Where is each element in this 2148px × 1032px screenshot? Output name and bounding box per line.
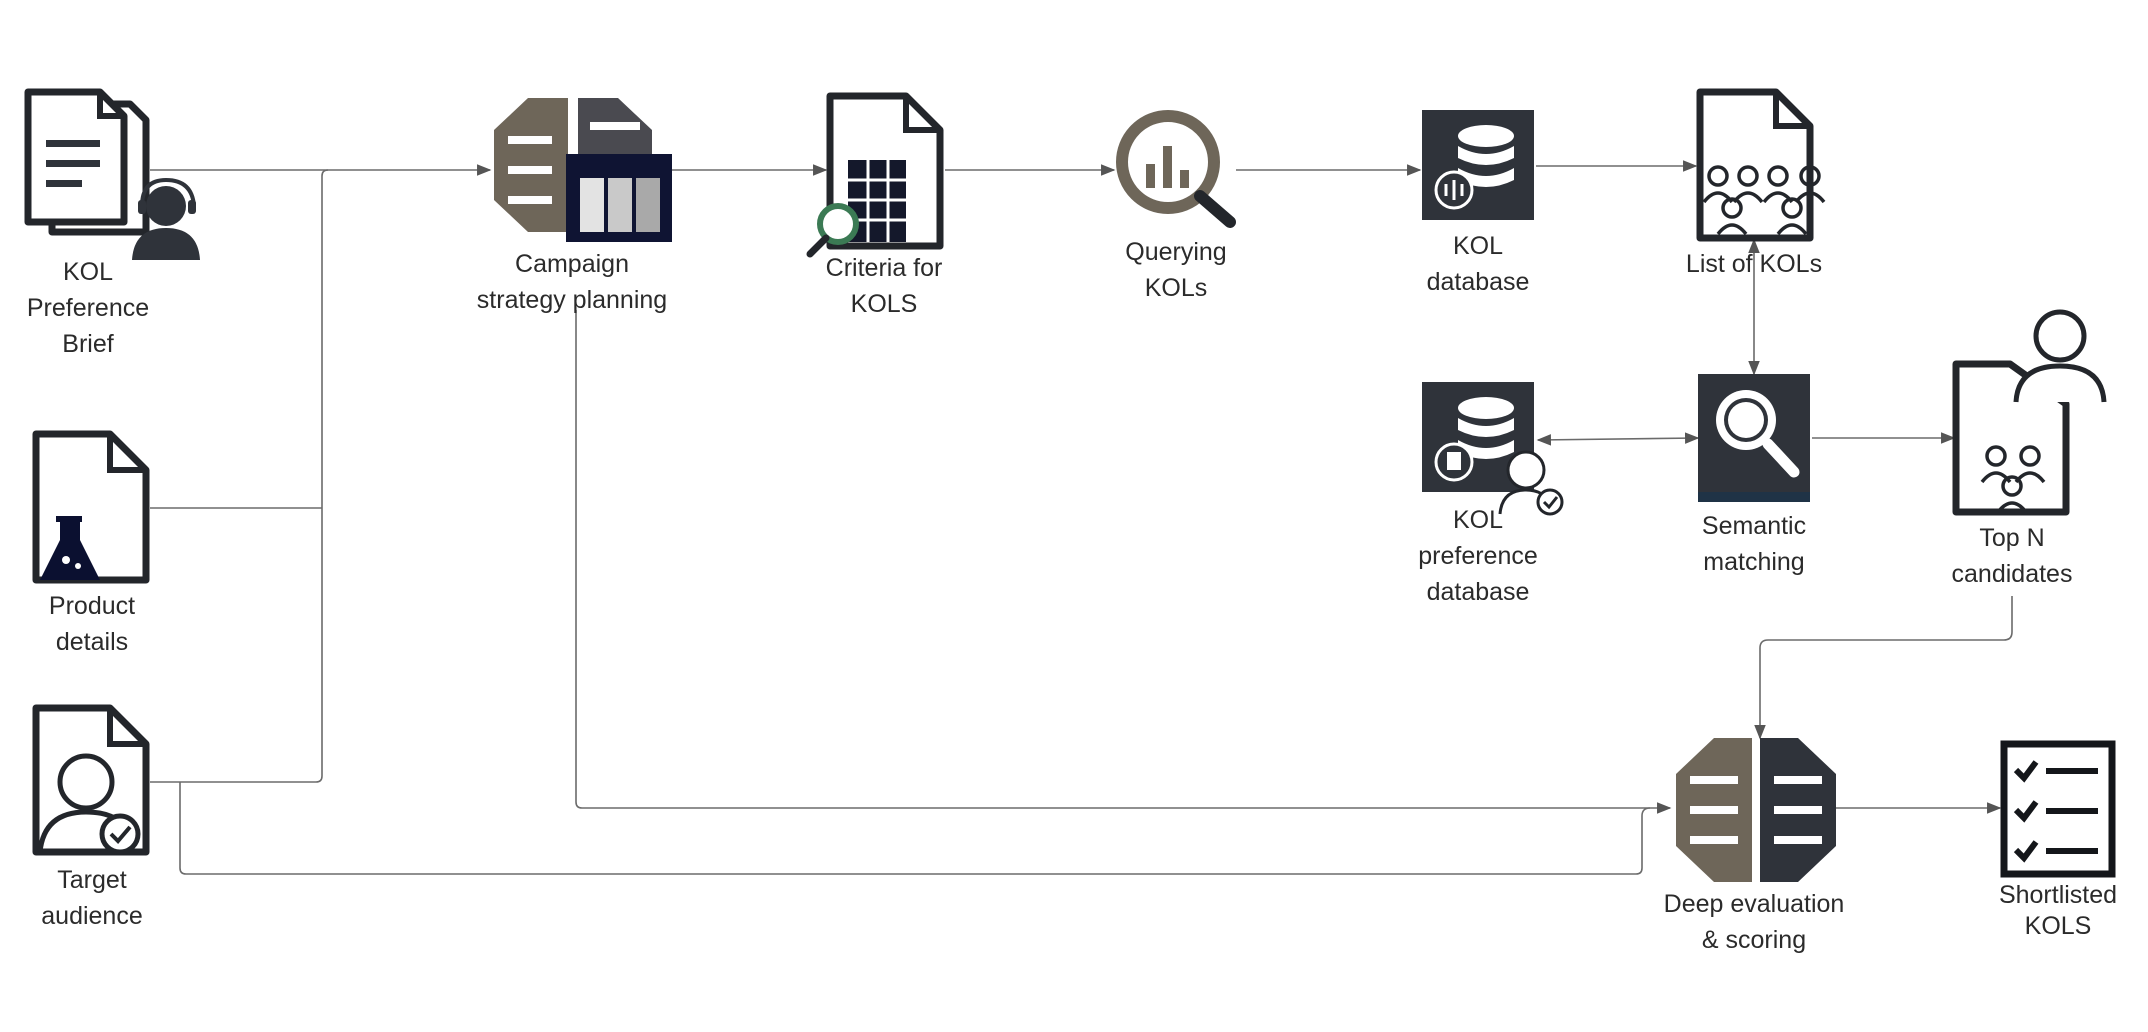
connector-top-n-to-deep-eval bbox=[1754, 596, 2013, 740]
label-line: KOLS bbox=[2024, 912, 2092, 940]
label-line: Top N bbox=[1979, 524, 2045, 552]
label-line: audience bbox=[41, 902, 143, 930]
label-line: List of KOLs bbox=[1685, 250, 1823, 278]
connectors bbox=[150, 160, 2013, 875]
label-line: Campaign bbox=[515, 250, 629, 278]
node-label-deep-eval: Deep evaluation & scoring bbox=[1664, 886, 1845, 958]
node-label-kol-pref-db: KOL preference database bbox=[1418, 502, 1538, 610]
node-label-kol-db: KOL database bbox=[1427, 228, 1530, 300]
connector-target-to-trunk bbox=[150, 169, 329, 783]
label-line: KOL bbox=[1452, 506, 1504, 534]
node-label-top-n: Top N candidates bbox=[1952, 520, 2073, 592]
connector-pref-db-to-semantic bbox=[1536, 432, 1700, 446]
node-label-product: Product details bbox=[49, 588, 135, 660]
document-with-flask-icon bbox=[32, 430, 150, 584]
label-line: KOLS bbox=[850, 290, 918, 318]
chart-magnifier-icon bbox=[1116, 110, 1236, 228]
node-label-list-kols: List of KOLs bbox=[1686, 246, 1822, 282]
label-line: Semantic bbox=[1701, 512, 1807, 540]
label-line: database bbox=[1426, 578, 1530, 606]
label-line: Product bbox=[48, 592, 136, 620]
magnifier-icon bbox=[1698, 374, 1810, 502]
node-label-semantic: Semantic matching bbox=[1702, 508, 1806, 580]
spreadsheet-with-magnifier-icon bbox=[806, 92, 944, 258]
label-line: database bbox=[1426, 268, 1530, 296]
connector-campaign-to-deep-eval bbox=[575, 310, 1672, 814]
database-icon bbox=[1422, 110, 1534, 220]
label-line: Preference bbox=[26, 294, 150, 322]
node-label-campaign: Campaign strategy planning bbox=[477, 246, 667, 318]
label-line: details bbox=[55, 628, 129, 656]
label-line: matching bbox=[1703, 548, 1805, 576]
brain-icon bbox=[1676, 738, 1836, 882]
label-line: KOL bbox=[62, 258, 114, 286]
node-label-target: Target audience bbox=[41, 862, 142, 934]
brain-with-table-icon bbox=[494, 98, 672, 242]
connector-target-to-deep-eval bbox=[179, 782, 1651, 875]
label-line: Shortlisted bbox=[1998, 881, 2118, 909]
label-line: & scoring bbox=[1701, 926, 1807, 954]
document-with-person-icon bbox=[1952, 309, 2107, 516]
label-line: Target bbox=[57, 866, 127, 894]
label-line: Criteria for bbox=[825, 254, 943, 282]
label-line: preference bbox=[1418, 542, 1538, 570]
document-with-user-check-icon bbox=[32, 704, 150, 856]
label-line: candidates bbox=[1951, 560, 2073, 588]
label-line: KOLs bbox=[1144, 274, 1208, 302]
document-with-people-icon bbox=[1696, 88, 1826, 242]
label-line: Deep evaluation bbox=[1663, 890, 1845, 918]
document-with-headset-person-icon bbox=[24, 88, 200, 260]
label-line: strategy planning bbox=[476, 286, 668, 314]
label-line: KOL bbox=[1452, 232, 1504, 260]
label-line: Brief bbox=[62, 330, 114, 358]
checklist-icon bbox=[2000, 740, 2116, 878]
label-line: Querying bbox=[1125, 238, 1227, 266]
database-with-user-check-icon bbox=[1422, 382, 1564, 516]
